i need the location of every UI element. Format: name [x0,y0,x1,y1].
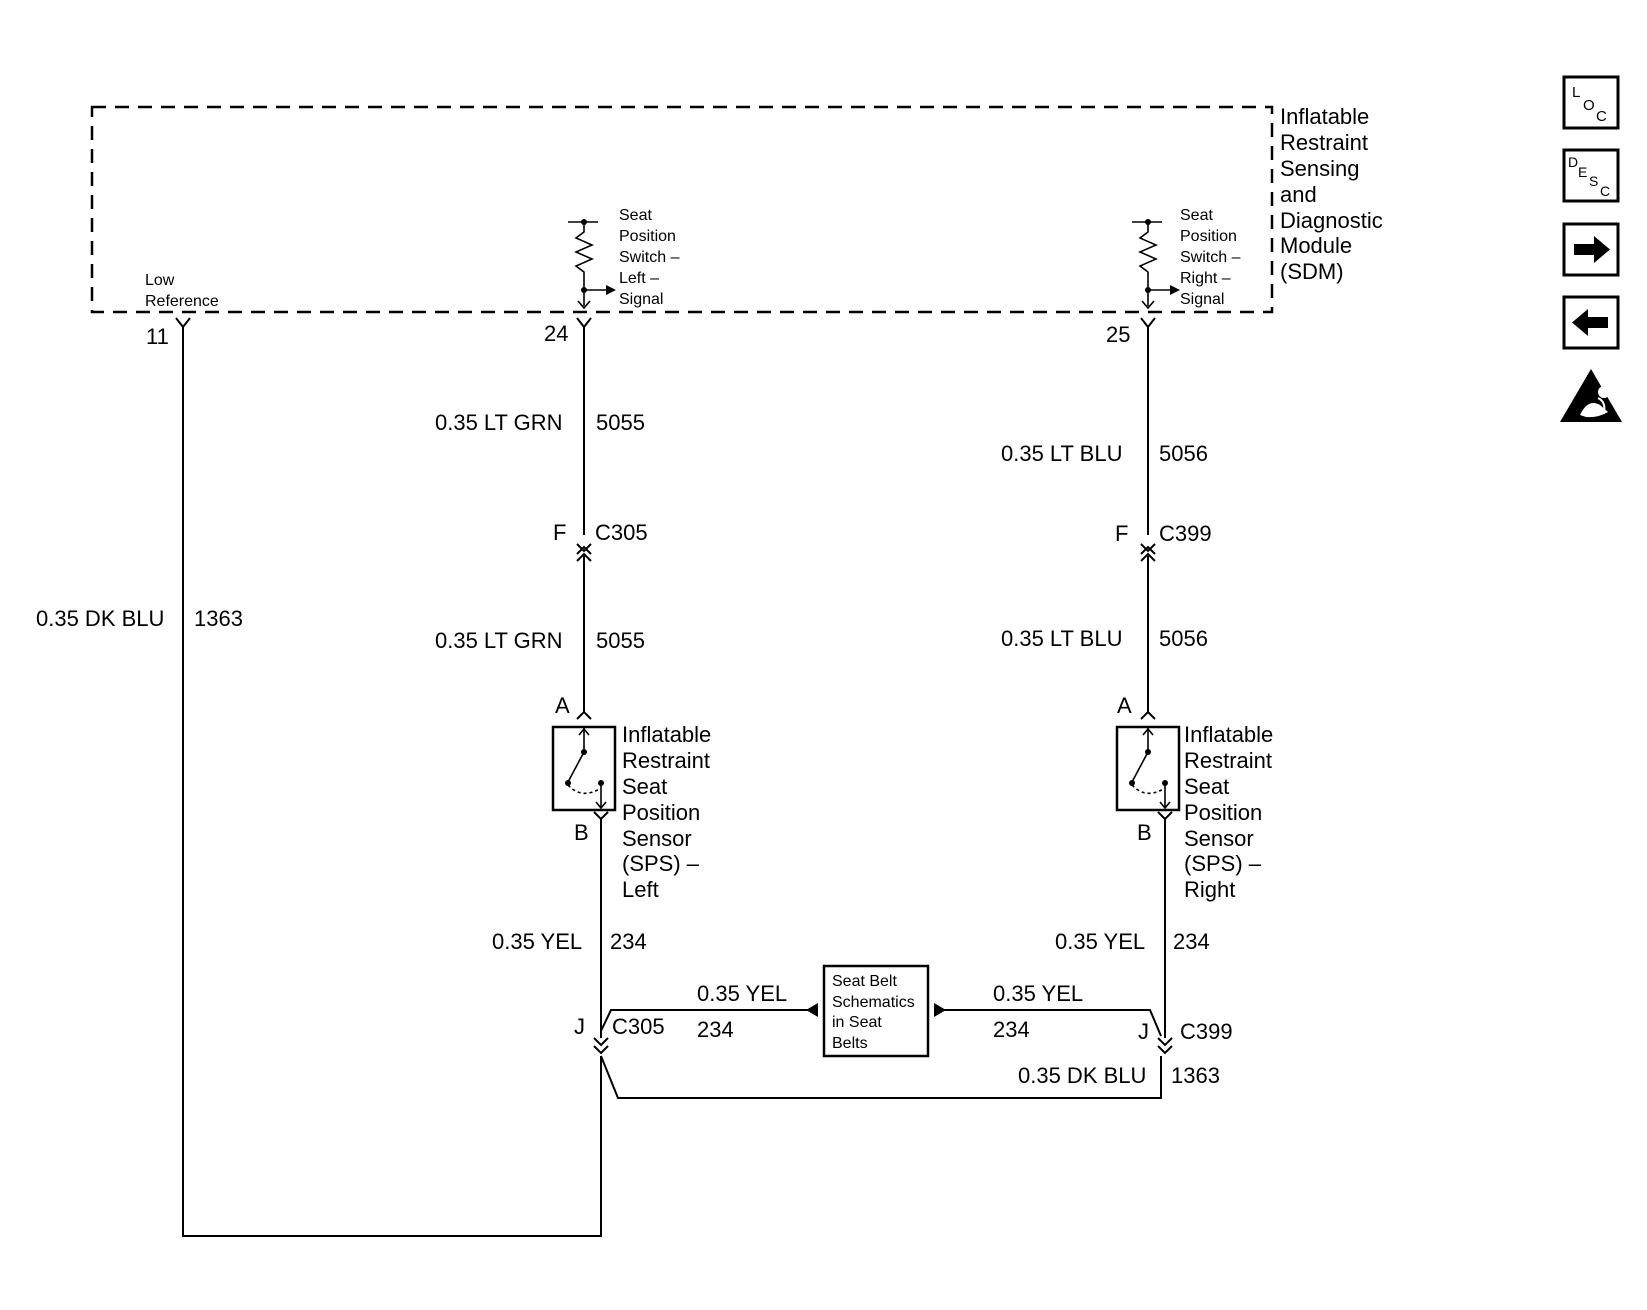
arrow-left-icon [1572,309,1608,336]
wire-lt-blu-lower-circuit: 5056 [1159,626,1208,651]
arrow-to-seatbelt-left [806,1003,818,1017]
loc-icon-c: C [1596,108,1607,125]
connector-c305-lower [593,1037,609,1055]
wire-yel-right-circuit: 234 [1173,929,1210,954]
connector-c305-upper [576,543,592,562]
seat-position-switch-right [1132,219,1180,310]
desc-button[interactable]: D E S C [1562,148,1620,203]
wire-dk-blu-1363-low-ref [182,327,602,1237]
sps-right-pin-a-terminal [1140,710,1156,720]
sps-right-pin-b-terminal [1157,811,1173,821]
svg-text:Seat Belt Schematics: Seat Belt Schematics in Seat Belts [832,973,919,1052]
arrow-right-icon [1574,236,1610,263]
wire-lt-grn-upper-label: 0.35 LT GRN [435,410,563,435]
wire-lt-blu-upper-circuit: 5056 [1159,441,1208,466]
pin-11-terminal [175,317,191,329]
sps-right-pin-a: A [1117,693,1132,718]
airbag-warning-icon[interactable] [1560,369,1622,422]
seat-position-switch-left [568,219,616,310]
sps-left-pin-b-terminal [593,811,609,821]
pin-24: 24 [544,321,568,346]
sps-left-label: Inflatable Restraint Seat Position Senso… [622,722,717,902]
wire-lt-blu-upper-label: 0.35 LT BLU [1001,441,1122,466]
sps-left-pin-a: A [555,693,570,718]
wire-yel-234-to-seatbelt-right [944,1009,1162,1037]
connector-c399-lower [1157,1037,1173,1055]
sps-right-label: Inflatable Restraint Seat Position Senso… [1184,722,1279,902]
loc-icon-l: L [1572,84,1580,101]
pin-25: 25 [1106,322,1130,347]
pin-25-terminal [1140,317,1156,329]
desc-icon-c: C [1600,183,1610,199]
connector-c399-upper [1140,543,1156,562]
wire-yel-right-label: 0.35 YEL [1055,929,1145,954]
sdm-module-box [90,105,1274,314]
low-reference-label: Low Reference [145,272,219,310]
sdm-module-label: Inflatable Restraint Sensing and Diagnos… [1280,104,1389,284]
wire-yel-mid-left-label: 0.35 YEL [697,981,787,1006]
wire-dk-blu-right-label: 0.35 DK BLU [1018,1063,1146,1088]
sps-left-pin-a-terminal [576,710,592,720]
wire-dk-blu-label: 0.35 DK BLU [36,606,164,631]
wire-yel-left-circuit: 234 [610,929,647,954]
c305-upper-pin: F [553,520,566,545]
wire-dk-blu-1363-crossover [600,1055,1162,1099]
sps-left-sensor [551,725,617,812]
sps-left-pin-b: B [574,820,589,845]
wire-yel-mid-right-circuit: 234 [993,1017,1030,1042]
c399-upper-pin: F [1115,521,1128,546]
arrow-to-seatbelt-right [934,1003,946,1017]
c399-lower-pin: J [1138,1019,1149,1044]
c399-lower-name: C399 [1180,1019,1233,1044]
wire-yel-left-label: 0.35 YEL [492,929,582,954]
c305-lower-name: C305 [612,1014,665,1039]
pin-24-terminal [576,317,592,329]
wire-lt-blu-lower-label: 0.35 LT BLU [1001,626,1122,651]
sps-right-sensor [1115,725,1181,812]
wire-dk-blu-circuit: 1363 [194,606,243,631]
wire-lt-grn-lower-label: 0.35 LT GRN [435,628,563,653]
sps-right-pin-b: B [1137,820,1152,845]
switch-left-label: Seat Position Switch – Left – Signal [619,207,684,308]
wire-dk-blu-right-circuit: 1363 [1171,1063,1220,1088]
c305-lower-pin: J [574,1014,585,1039]
switch-right-label: Seat Position Switch – Right – Signal [1180,207,1245,308]
next-button[interactable] [1562,222,1620,277]
desc-icon-e: E [1578,164,1587,180]
wire-yel-234-to-seatbelt-left [600,1009,808,1032]
wire-lt-grn-lower-circuit: 5055 [596,628,645,653]
prev-button[interactable] [1562,295,1620,350]
pin-11: 11 [146,324,169,349]
loc-button[interactable]: L O C [1562,75,1620,130]
desc-icon-d: D [1568,154,1578,170]
wire-lt-grn-upper-circuit: 5055 [596,410,645,435]
seat-belt-schematics-ref[interactable]: Seat Belt Schematics in Seat Belts [822,964,930,1058]
c399-upper-name: C399 [1159,521,1212,546]
c305-upper-name: C305 [595,520,648,545]
desc-icon-s: S [1589,173,1598,189]
loc-icon-o: O [1583,97,1595,114]
wire-yel-mid-right-label: 0.35 YEL [993,981,1083,1006]
wire-yel-mid-left-circuit: 234 [697,1017,734,1042]
